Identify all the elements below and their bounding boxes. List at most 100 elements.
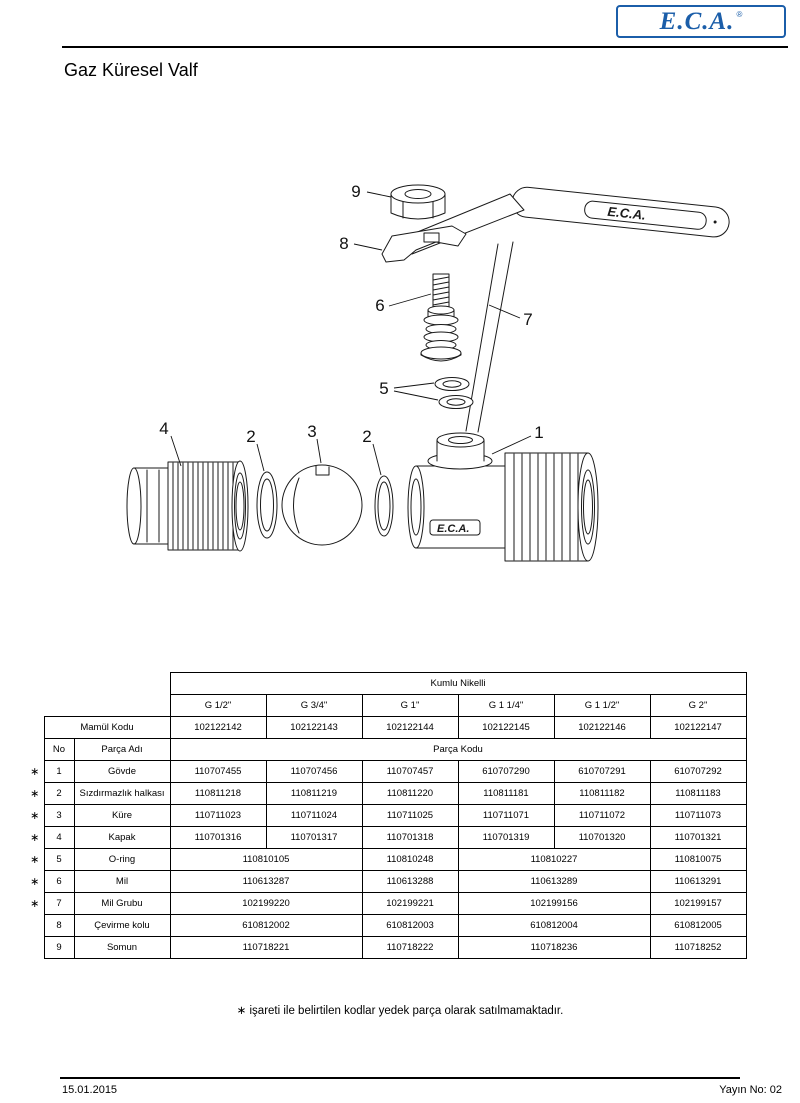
product-code-cell: 102122146 <box>553 716 651 739</box>
part-code-cell: 102199220 <box>169 892 363 915</box>
product-code-cell: 102122143 <box>265 716 363 739</box>
part-code-cell: 610812002 <box>169 914 363 937</box>
part-no-cell: 1 <box>43 760 75 783</box>
empty-corner <box>44 695 170 717</box>
parca-kodu-label: Parça Kodu <box>169 738 747 761</box>
part-code-cell: 110711071 <box>457 804 555 827</box>
part-code-cell: 110810248 <box>361 848 459 871</box>
callout-5: 5 <box>379 379 388 398</box>
size-header-cell: G 3/4" <box>265 694 363 717</box>
bracket-part <box>381 225 467 263</box>
bracket-hole <box>423 232 440 243</box>
parca-adi-label: Parça Adı <box>73 738 171 761</box>
size-header-cell: G 1 1/4" <box>457 694 555 717</box>
part-code-cell: 110810105 <box>169 848 363 871</box>
seal-ring-part <box>374 475 394 537</box>
header-divider <box>62 46 788 48</box>
star-column-spacer <box>26 717 44 739</box>
part-code-cell: 110718221 <box>169 936 363 959</box>
exploded-view-diagram: E.C.A. <box>126 182 730 562</box>
star-column-spacer <box>26 695 44 717</box>
product-code-cell: 102122147 <box>649 716 747 739</box>
mamul-kodu-label: Mamül Kodu <box>43 716 171 739</box>
callout-4: 4 <box>159 419 168 438</box>
part-code-cell: 110707455 <box>169 760 267 783</box>
part-name-cell: Küre <box>73 804 171 827</box>
part-code-cell: 110811219 <box>265 782 363 805</box>
cap-part <box>126 460 249 552</box>
ball-part <box>281 464 363 546</box>
footnote: ∗ işareti ile belirtilen kodlar yedek pa… <box>236 1005 564 1017</box>
seal-ring-part <box>256 471 278 539</box>
star-marker: ∗ <box>30 810 40 822</box>
star-column-spacer <box>26 739 44 761</box>
part-code-cell: 110613289 <box>457 870 651 893</box>
callout-6: 6 <box>375 296 384 315</box>
no-column-label: No <box>43 738 75 761</box>
product-code-cell: 102122142 <box>169 716 267 739</box>
callout-9: 9 <box>351 182 360 201</box>
part-code-cell: 110811220 <box>361 782 459 805</box>
star-marker: ∗ <box>30 854 40 866</box>
eca-logo-text: E.C.A. <box>659 8 735 35</box>
part-code-cell: 110811183 <box>649 782 747 805</box>
part-code-cell: 110811218 <box>169 782 267 805</box>
part-name-cell: Çevirme kolu <box>73 914 171 937</box>
handle-part: E.C.A. <box>511 186 730 238</box>
part-code-cell: 110810075 <box>649 848 747 871</box>
size-header-row: G 1/2" G 3/4" G 1" G 1 1/4" G 1 1/2" G 2… <box>26 694 747 717</box>
group-header-cell: Kumlu Nikelli <box>169 672 747 695</box>
parts-table: Kumlu Nikelli G 1/2" G 3/4" G 1" G 1 1/4… <box>26 672 747 959</box>
star-marker: ∗ <box>30 788 40 800</box>
product-code-cell: 102122145 <box>457 716 555 739</box>
stem-part <box>420 273 462 362</box>
part-code-cell: 110707457 <box>361 760 459 783</box>
column-header-row: No Parça Adı Parça Kodu <box>26 738 747 761</box>
part-name-cell: Kapak <box>73 826 171 849</box>
part-no-cell: 9 <box>43 936 75 959</box>
part-code-cell: 610812005 <box>649 914 747 937</box>
part-code-cell: 110711023 <box>169 804 267 827</box>
size-header-cell: G 1" <box>361 694 459 717</box>
part-code-cell: 610707291 <box>553 760 651 783</box>
part-name-cell: Mil <box>73 870 171 893</box>
part-code-cell: 102199157 <box>649 892 747 915</box>
part-name-cell: Sızdırmazlık halkası <box>73 782 171 805</box>
oring-part <box>434 377 474 409</box>
size-header-cell: G 1/2" <box>169 694 267 717</box>
part-code-cell: 110711025 <box>361 804 459 827</box>
callout-2b: 2 <box>362 427 371 446</box>
part-code-cell: 110613287 <box>169 870 363 893</box>
part-code-cell: 110811181 <box>457 782 555 805</box>
footer-divider <box>60 1077 740 1079</box>
handle-arm-edge <box>477 241 514 433</box>
part-no-cell: 2 <box>43 782 75 805</box>
part-no-cell: 8 <box>43 914 75 937</box>
callout-3: 3 <box>307 422 316 441</box>
handle-logo-text: E.C.A. <box>607 204 647 223</box>
part-no-cell: 4 <box>43 826 75 849</box>
part-no-cell: 7 <box>43 892 75 915</box>
callout-1: 1 <box>534 423 543 442</box>
body-logo-text: E.C.A. <box>437 523 469 535</box>
part-name-cell: Somun <box>73 936 171 959</box>
star-empty <box>26 937 44 959</box>
group-header-row: Kumlu Nikelli <box>26 672 747 695</box>
product-code-row: Mamül Kodu 102122142 102122143 102122144… <box>26 716 747 739</box>
nut-part <box>390 184 446 220</box>
part-code-cell: 110701318 <box>361 826 459 849</box>
callout-8: 8 <box>339 234 348 253</box>
part-code-cell: 110701317 <box>265 826 363 849</box>
size-header-cell: G 1 1/2" <box>553 694 651 717</box>
registered-trademark-icon: ® <box>736 10 743 19</box>
